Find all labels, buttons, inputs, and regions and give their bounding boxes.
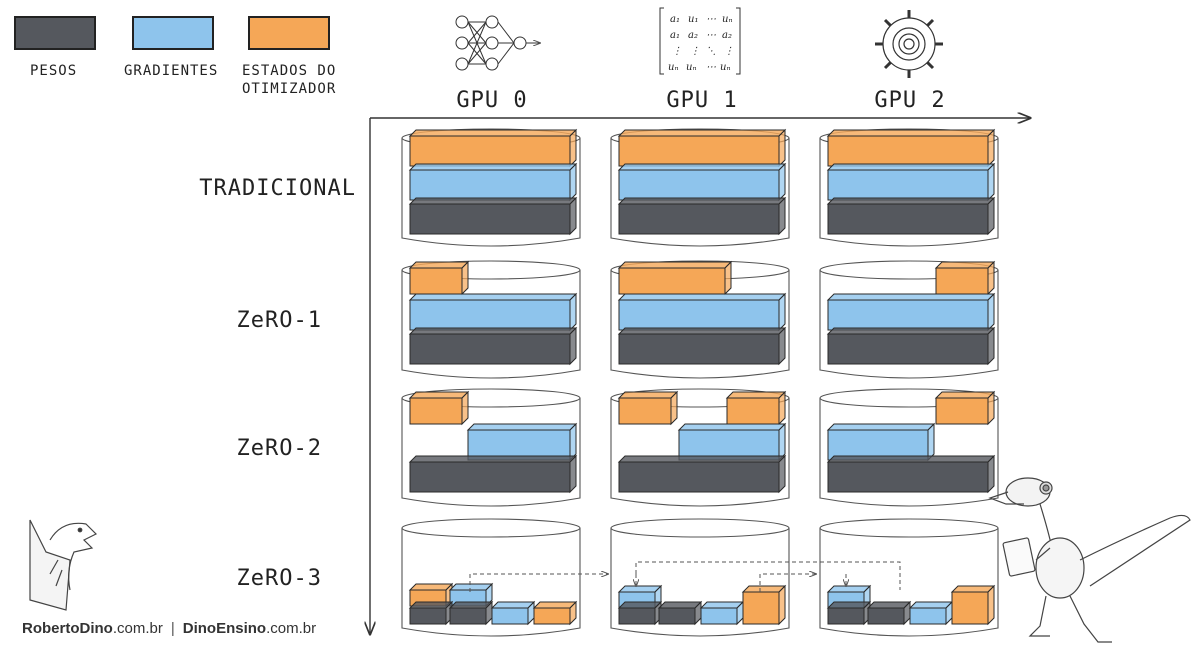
memory-block-otimizador	[934, 390, 996, 426]
dinosaur-robot-illustration	[988, 477, 1191, 643]
memory-block-gradientes	[408, 162, 578, 202]
dino-logo	[29, 519, 98, 611]
matrix-r4c3: ⋯	[706, 62, 716, 73]
memory-block-otimizador	[826, 128, 996, 168]
memory-block-otimizador	[408, 390, 470, 426]
memory-block-pesos	[408, 454, 578, 494]
memory-block-otimizador	[934, 260, 996, 296]
matrix-r4c4: uₙ	[720, 62, 731, 73]
memory-block-otimizador	[617, 260, 733, 296]
legend-swatch-gradientes	[132, 16, 214, 50]
memory-block-otimizador	[741, 584, 787, 626]
memory-block-pesos	[826, 326, 996, 366]
footer-site1-bold[interactable]: RobertoDino	[22, 620, 113, 637]
legend-label-pesos: PESOS	[30, 63, 78, 79]
row-label-zero2: ZeRO-2	[236, 436, 322, 461]
gpu-label-0: GPU 0	[456, 88, 528, 113]
memory-block-otimizador	[950, 584, 996, 626]
memory-block-gradientes	[617, 292, 787, 332]
matrix-r3c1: ⋮	[672, 46, 682, 57]
memory-block-gradientes	[826, 422, 936, 462]
transfer-arrow-1-top	[635, 561, 901, 590]
gpu-label-2: GPU 2	[874, 88, 946, 113]
footer-credits: RobertoDino.com.br|DinoEnsino.com.br	[22, 620, 316, 637]
memory-block-gradientes	[699, 600, 745, 626]
matrix-r3c4: ⋮	[724, 46, 734, 57]
memory-block-pesos	[826, 196, 996, 236]
legend-label-otimizador: ESTADOS DO OTIMIZADOR	[242, 63, 337, 97]
memory-block-pesos	[657, 600, 703, 626]
transfer-arrow-0-1	[469, 574, 608, 592]
neural-network-icon	[455, 15, 540, 71]
footer-site1-rest[interactable]: .com.br	[112, 620, 163, 637]
memory-block-otimizador	[532, 600, 578, 626]
memory-block-gradientes	[490, 600, 536, 626]
footer-site2-rest[interactable]: .com.br	[266, 620, 317, 637]
matrix-r1c1: a₁	[670, 14, 680, 25]
matrix-r4c1: uₙ	[668, 62, 679, 73]
matrix-r2c2: a₂	[688, 30, 698, 41]
matrix-r2c3: ⋯	[706, 30, 716, 41]
memory-block-pesos	[408, 600, 454, 626]
matrix-r1c4: uₙ	[722, 14, 733, 25]
zero3-transfer-arrows	[469, 561, 901, 592]
memory-block-gradientes	[826, 292, 996, 332]
memory-block-pesos	[408, 326, 578, 366]
gpu-label-1: GPU 1	[666, 88, 738, 113]
memory-block-otimizador	[725, 390, 787, 426]
matrix-r2c4: a₂	[722, 30, 732, 41]
gear-icon	[875, 10, 943, 78]
memory-block-pesos	[408, 196, 578, 236]
memory-block-gradientes	[908, 600, 954, 626]
matrix-r4c2: uₙ	[686, 62, 697, 73]
memory-block-gradientes	[466, 422, 578, 462]
matrix-r1c3: ⋯	[706, 14, 716, 25]
memory-block-gradientes	[617, 162, 787, 202]
footer-site2-bold[interactable]: DinoEnsino	[182, 620, 267, 637]
row-label-zero1: ZeRO-1	[236, 308, 322, 333]
memory-block-pesos	[826, 454, 996, 494]
memory-block-pesos	[617, 454, 787, 494]
transfer-arrow-1-2	[759, 574, 816, 592]
memory-block-pesos	[617, 196, 787, 236]
memory-block-otimizador	[408, 128, 578, 168]
legend-label-gradientes: GRADIENTES	[124, 63, 219, 79]
matrix-r3c3: ⋱	[706, 46, 716, 57]
memory-block-pesos	[866, 600, 912, 626]
matrix-r3c2: ⋮	[690, 46, 700, 57]
memory-block-pesos	[617, 326, 787, 366]
memory-block-pesos	[617, 600, 663, 626]
matrix-r2c1: a₁	[670, 30, 680, 41]
memory-block-gradientes	[826, 162, 996, 202]
memory-block-gradientes	[408, 292, 578, 332]
memory-block-otimizador	[617, 128, 787, 168]
row-label-tradicional: TRADICIONAL	[199, 176, 356, 201]
legend-swatch-pesos	[14, 16, 96, 50]
memory-block-pesos	[826, 600, 872, 626]
legend-swatch-otimizador	[248, 16, 330, 50]
memory-block-gradientes	[677, 422, 787, 462]
footer-separator: |	[170, 620, 175, 637]
matrix-r1c2: u₁	[688, 14, 698, 25]
memory-block-pesos	[448, 600, 494, 626]
row-label-zero3: ZeRO-3	[236, 566, 322, 591]
memory-block-otimizador	[408, 260, 470, 296]
axes	[370, 118, 1030, 634]
memory-block-otimizador	[617, 390, 679, 426]
matrix-icon: a₁ u₁ ⋯ uₙ a₁ a₂ ⋯ a₂ ⋮ ⋮ ⋱ ⋮ uₙ uₙ ⋯ uₙ	[659, 7, 741, 75]
